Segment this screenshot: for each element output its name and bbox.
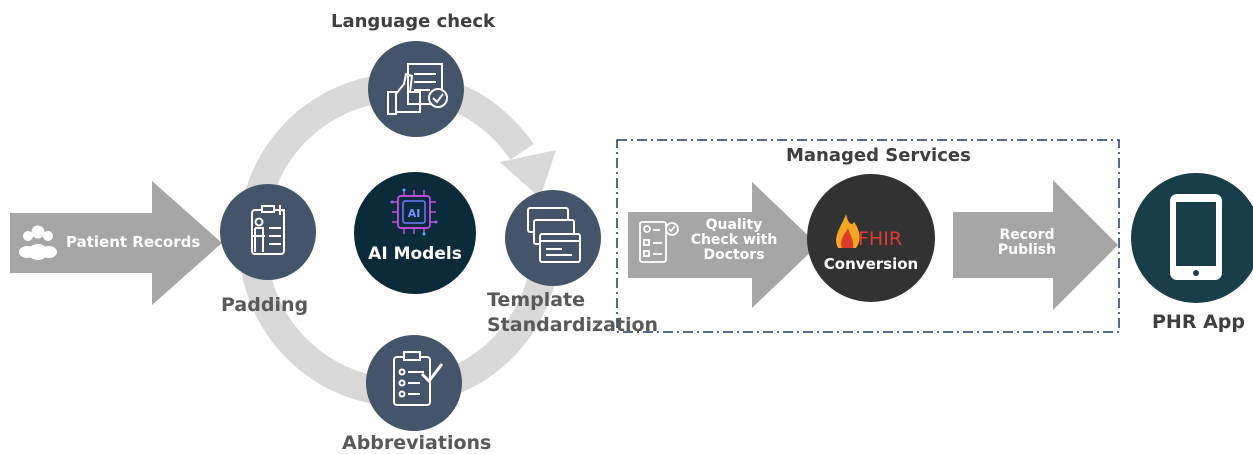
- managed-services-label: Managed Services: [786, 145, 971, 166]
- quality-line1: Quality: [705, 217, 763, 233]
- patient-chart-icon: [251, 205, 285, 255]
- record-line2: Publish: [997, 242, 1057, 259]
- padding-node: [220, 184, 316, 280]
- fhir-conversion-label: Conversion: [823, 255, 919, 273]
- ai-models-node: AI: [354, 172, 476, 294]
- phr-app-node: [1131, 173, 1253, 303]
- language-check-node: [368, 41, 464, 137]
- padding-label: Padding: [221, 294, 309, 316]
- quality-check-arrow: [628, 182, 818, 308]
- smartphone-icon: [1170, 194, 1222, 280]
- people-icon: [19, 225, 57, 260]
- record-publish-arrow: [953, 180, 1118, 310]
- patient-records-arrow: [10, 181, 222, 305]
- checklist-icon: [639, 221, 679, 263]
- abbreviations-label: Abbreviations: [342, 432, 492, 454]
- phr-app-label: PHR App: [1152, 311, 1245, 333]
- ai-chip-icon: AI: [390, 188, 438, 236]
- record-publish-label: Record Publish: [975, 227, 1079, 259]
- template-standardization-node: [505, 190, 601, 286]
- fhir-conversion-node: FHIR: [807, 174, 935, 302]
- abbreviations-node: [366, 335, 462, 431]
- quality-line2: Check with: [690, 232, 778, 249]
- patient-records-label: Patient Records: [66, 233, 201, 251]
- fhir-logo-text: FHIR: [858, 228, 902, 250]
- record-line1: Record: [999, 227, 1055, 243]
- thumbs-up-document-icon: [387, 63, 448, 115]
- language-check-label: Language check: [331, 11, 495, 32]
- cycle-arrowhead: [500, 150, 556, 198]
- stacked-windows-icon: [527, 207, 581, 263]
- ai-chip-text: AI: [408, 207, 421, 220]
- quality-line3: Doctors: [703, 247, 765, 264]
- flame-icon: [836, 214, 860, 248]
- clipboard-checklist-icon: [393, 351, 444, 406]
- ai-models-label: AI Models: [368, 244, 462, 264]
- template-label-line2: Standardization: [487, 314, 659, 336]
- quality-check-label: Quality Check with Doctors: [676, 217, 792, 264]
- managed-services-box: [616, 139, 1120, 333]
- template-label-line1: Template: [487, 289, 586, 311]
